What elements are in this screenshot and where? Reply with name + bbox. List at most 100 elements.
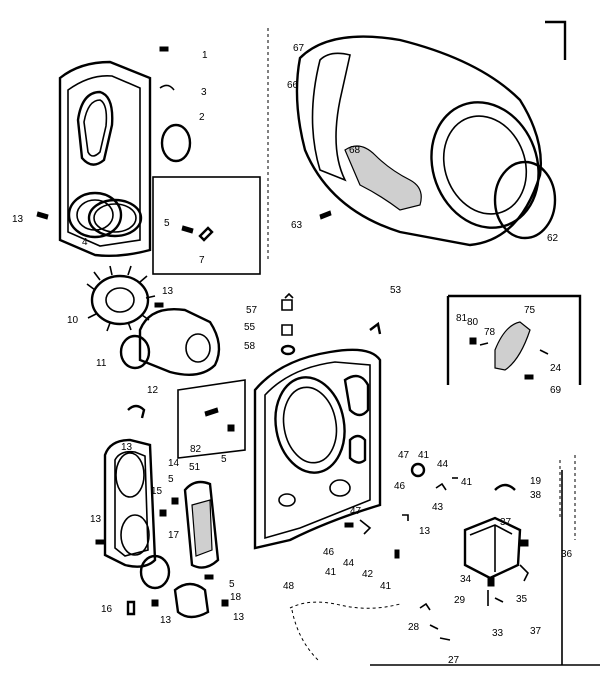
clip-icon (159, 84, 175, 91)
callout-label: 58 (244, 341, 256, 352)
latch-icon (198, 226, 214, 242)
clip-icon (369, 321, 382, 335)
drum (295, 35, 542, 247)
door-seal-ring (87, 198, 143, 238)
callout-label: 13 (121, 442, 133, 453)
detail-inset-box (152, 176, 261, 275)
callout-label: 13 (162, 286, 174, 297)
callout-label: 44 (437, 459, 449, 470)
callout-label: 62 (547, 233, 559, 244)
callout-label: 34 (460, 574, 472, 585)
screw-icon (159, 509, 167, 517)
callout-label: 67 (293, 43, 305, 54)
callout-label: 7 (199, 255, 205, 266)
callout-label: 41 (461, 477, 473, 488)
lint-filter (183, 480, 220, 569)
terminal-icon (487, 590, 504, 606)
callout-label: 53 (390, 285, 402, 296)
screw-icon (151, 599, 159, 607)
motor-housing (173, 582, 210, 619)
callout-label: 47 (398, 450, 410, 461)
callout-label: 35 (516, 594, 528, 605)
callout-label: 41 (418, 450, 430, 461)
callout-label: 82 (190, 444, 202, 455)
callout-label: 80 (467, 317, 479, 328)
callout-label: 13 (419, 526, 431, 537)
callout-label: 38 (530, 490, 542, 501)
callout-label: 51 (189, 462, 201, 473)
screw-icon (36, 211, 49, 220)
callout-label: 16 (101, 604, 113, 615)
drum-rear-seal (493, 160, 557, 240)
callout-label: 46 (323, 547, 335, 558)
bracket-plate (177, 379, 246, 459)
callout-label: 5 (164, 218, 170, 229)
callout-label: 19 (530, 476, 542, 487)
callout-label: 29 (454, 595, 466, 606)
callout-label: 13 (90, 514, 102, 525)
callout-label: 66 (287, 80, 299, 91)
callout-label: 81 (456, 313, 468, 324)
callout-label: 36 (561, 549, 573, 560)
screw-icon (171, 497, 179, 505)
callout-label: 5 (221, 454, 227, 465)
screw-icon (159, 46, 169, 52)
terminal-icon (419, 602, 451, 641)
rear-bulkhead (253, 348, 382, 550)
callout-label: 5 (168, 474, 174, 485)
blower-fan (86, 265, 156, 332)
callout-label: 42 (362, 569, 374, 580)
heater-parts (344, 462, 516, 559)
callout-label: 46 (394, 481, 406, 492)
callout-label: 47 (350, 506, 362, 517)
callout-label: 28 (408, 622, 420, 633)
front-panel (58, 60, 152, 258)
thermostat-icon (281, 292, 294, 311)
corner-bracket (545, 20, 567, 60)
callout-label: 48 (283, 581, 295, 592)
cabinet-edge (370, 470, 600, 666)
callout-label: 12 (147, 385, 159, 396)
callout-labels: 3 2 1 67 66 68 63 62 13 4 5 7 13 10 11 5… (12, 43, 573, 666)
callout-label: 13 (12, 214, 24, 225)
callout-label: 4 (82, 237, 88, 248)
lint-duct (103, 438, 157, 568)
callout-label: 57 (246, 305, 258, 316)
washer-icon (280, 344, 296, 356)
callout-label: 27 (448, 655, 460, 666)
bracket-outline (559, 455, 576, 540)
callout-label: 78 (484, 327, 496, 338)
valve-assembly (463, 516, 529, 587)
callout-label: 11 (96, 358, 107, 369)
callout-label: 75 (524, 305, 536, 316)
callout-label: 68 (349, 145, 361, 156)
callout-label: 5 (229, 579, 235, 590)
callout-label: 37 (500, 517, 512, 528)
callout-label: 41 (325, 567, 337, 578)
screw-icon (319, 210, 332, 220)
screw-icon (154, 302, 164, 308)
callout-label: 33 (492, 628, 504, 639)
callout-label: 69 (550, 385, 562, 396)
callout-label: 55 (244, 322, 256, 333)
callout-label: 15 (151, 486, 163, 497)
callout-label: 63 (291, 220, 303, 231)
screw-icon (181, 225, 194, 234)
callout-label: 1 (202, 50, 208, 61)
thermostat-icon (281, 324, 293, 336)
wire-harness (289, 601, 401, 661)
screw-icon (95, 539, 105, 545)
screw-icon (204, 574, 214, 580)
callout-label: 37 (530, 626, 542, 637)
callout-label: 2 (199, 112, 205, 123)
callout-label: 24 (550, 363, 562, 374)
detail-box-right (446, 294, 582, 385)
bracket-icon (126, 600, 136, 616)
callout-label: 14 (168, 458, 180, 469)
clip-icon (127, 404, 146, 419)
screw-icon (221, 599, 229, 607)
callout-label: 3 (201, 87, 207, 98)
door-seal-part-2 (160, 123, 192, 163)
callout-label: 17 (168, 530, 180, 541)
